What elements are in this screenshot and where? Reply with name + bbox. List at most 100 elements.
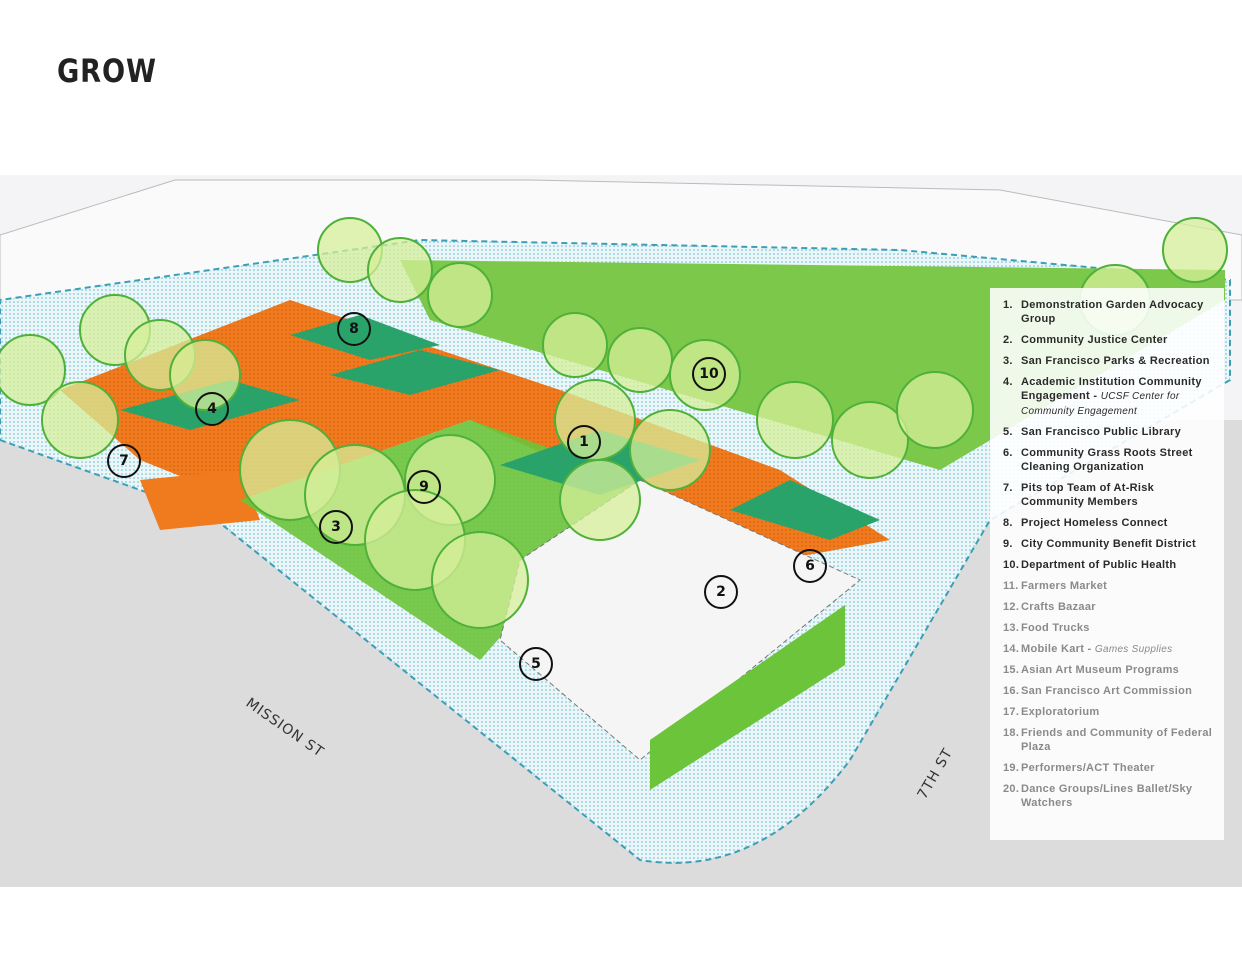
legend-label: Farmers Market — [1021, 580, 1108, 592]
legend-number: 11. — [1003, 580, 1019, 592]
legend-label: San Francisco Public Library — [1021, 426, 1182, 438]
legend-label: Dance Groups/Lines Ballet/Sky Watchers — [1021, 783, 1193, 809]
marker-3: 3 — [319, 510, 353, 544]
legend-label: Community Justice Center — [1021, 334, 1168, 346]
svg-text:4: 4 — [207, 401, 217, 417]
page-title: GROW — [57, 52, 157, 90]
legend-text: Department of Public Health — [1021, 558, 1176, 573]
legend-item: 5. San Francisco Public Library — [1003, 425, 1218, 440]
legend-item: 9. City Community Benefit District — [1003, 537, 1218, 552]
svg-text:8: 8 — [349, 321, 359, 337]
legend-label: Crafts Bazaar — [1021, 601, 1096, 613]
legend-number: 7. — [1003, 482, 1013, 494]
legend-text: Community Grass Roots Street Cleaning Or… — [1021, 446, 1218, 475]
marker-9: 9 — [407, 470, 441, 504]
legend-item: 20.Dance Groups/Lines Ballet/Sky Watcher… — [1003, 782, 1218, 811]
legend-label: Department of Public Health — [1021, 559, 1177, 571]
legend-text: City Community Benefit District — [1021, 537, 1196, 552]
legend-number: 5. — [1003, 426, 1013, 438]
legend-label: San Francisco Parks & Recreation — [1021, 355, 1210, 367]
legend-number: 3. — [1003, 355, 1013, 367]
legend-label: Food Trucks — [1021, 622, 1090, 634]
legend-item: 8. Project Homeless Connect — [1003, 516, 1218, 531]
legend-item: 13.Food Trucks — [1003, 621, 1218, 636]
legend-label: Demonstration Garden Advocacy Group — [1021, 299, 1204, 325]
marker-2: 2 — [704, 575, 738, 609]
legend-text: Asian Art Museum Programs — [1021, 663, 1179, 678]
legend-number: 8. — [1003, 517, 1013, 529]
legend-text: Performers/ACT Theater — [1021, 761, 1155, 776]
legend-item: 11.Farmers Market — [1003, 579, 1218, 594]
legend-item: 16.San Francisco Art Commission — [1003, 684, 1218, 699]
legend-text: Crafts Bazaar — [1021, 600, 1096, 615]
legend-label: Pits top Team of At-Risk Community Membe… — [1021, 482, 1155, 508]
legend-number: 13. — [1003, 622, 1020, 634]
legend-item: 12.Crafts Bazaar — [1003, 600, 1218, 615]
legend-text: Food Trucks — [1021, 621, 1090, 636]
legend-item: 15.Asian Art Museum Programs — [1003, 663, 1218, 678]
legend-item: 6. Community Grass Roots Street Cleaning … — [1003, 446, 1218, 475]
svg-text:6: 6 — [805, 558, 815, 574]
legend-number: 1. — [1003, 299, 1013, 311]
legend-text: San Francisco Public Library — [1021, 425, 1181, 440]
legend-note: UCSF Center for Community Engagement — [1021, 391, 1180, 417]
legend-text: Friends and Community of Federal Plaza — [1021, 726, 1218, 755]
legend-text: San Francisco Art Commission — [1021, 684, 1192, 699]
legend-item: 18.Friends and Community of Federal Plaz… — [1003, 726, 1218, 755]
marker-5: 5 — [519, 647, 553, 681]
marker-8: 8 — [337, 312, 371, 346]
legend-item: 7. Pits top Team of At-Risk Community Mem… — [1003, 481, 1218, 510]
legend-text: Farmers Market — [1021, 579, 1107, 594]
legend-text: Dance Groups/Lines Ballet/Sky Watchers — [1021, 782, 1218, 811]
svg-text:10: 10 — [699, 366, 719, 382]
legend-item: 19.Performers/ACT Theater — [1003, 761, 1218, 776]
legend-number: 15. — [1003, 664, 1020, 676]
legend: 1. Demonstration Garden Advocacy Group 2.… — [990, 288, 1224, 840]
legend-label: City Community Benefit District — [1021, 538, 1196, 550]
legend-text: Academic Institution Community Engagemen… — [1021, 375, 1218, 419]
legend-item: 2. Community Justice Center — [1003, 333, 1218, 348]
legend-text: Exploratorium — [1021, 705, 1099, 720]
legend-number: 17. — [1003, 706, 1020, 718]
legend-text: Project Homeless Connect — [1021, 516, 1168, 531]
legend-number: 10. — [1003, 559, 1020, 571]
marker-10: 10 — [692, 357, 726, 391]
legend-text: Demonstration Garden Advocacy Group — [1021, 298, 1218, 327]
orange-patch — [140, 470, 260, 530]
legend-label: Friends and Community of Federal Plaza — [1021, 727, 1213, 753]
legend-number: 20. — [1003, 783, 1020, 795]
legend-label: Asian Art Museum Programs — [1021, 664, 1180, 676]
legend-number: 9. — [1003, 538, 1013, 550]
legend-number: 2. — [1003, 334, 1013, 346]
legend-item: 4. Academic Institution Community Engagem… — [1003, 375, 1218, 419]
marker-7: 7 — [107, 444, 141, 478]
legend-item: 3. San Francisco Parks & Recreation — [1003, 354, 1218, 369]
svg-text:9: 9 — [419, 479, 429, 495]
legend-item: 10.Department of Public Health — [1003, 558, 1218, 573]
svg-text:5: 5 — [531, 656, 541, 672]
green-wall — [650, 605, 845, 790]
legend-number: 16. — [1003, 685, 1020, 697]
legend-number: 4. — [1003, 376, 1013, 388]
svg-text:3: 3 — [331, 519, 341, 535]
orange-plaza — [60, 300, 890, 560]
legend-number: 14. — [1003, 643, 1020, 655]
legend-label: Performers/ACT Theater — [1021, 762, 1155, 774]
svg-text:7: 7 — [119, 453, 129, 469]
legend-text: Community Justice Center — [1021, 333, 1168, 348]
legend-text: San Francisco Parks & Recreation — [1021, 354, 1210, 369]
legend-label: Exploratorium — [1021, 706, 1100, 718]
legend-text: Pits top Team of At-Risk Community Membe… — [1021, 481, 1218, 510]
marker-6: 6 — [793, 549, 827, 583]
legend-number: 6. — [1003, 447, 1013, 459]
legend-label: Mobile Kart - — [1021, 643, 1092, 655]
legend-item: 17.Exploratorium — [1003, 705, 1218, 720]
svg-text:1: 1 — [579, 434, 589, 450]
marker-1: 1 — [567, 425, 601, 459]
legend-item: 14.Mobile Kart - Games Supplies — [1003, 642, 1218, 657]
legend-number: 19. — [1003, 762, 1020, 774]
legend-note: Games Supplies — [1094, 644, 1173, 655]
marker-4: 4 — [195, 392, 229, 426]
legend-label: San Francisco Art Commission — [1021, 685, 1193, 697]
legend-number: 12. — [1003, 601, 1020, 613]
